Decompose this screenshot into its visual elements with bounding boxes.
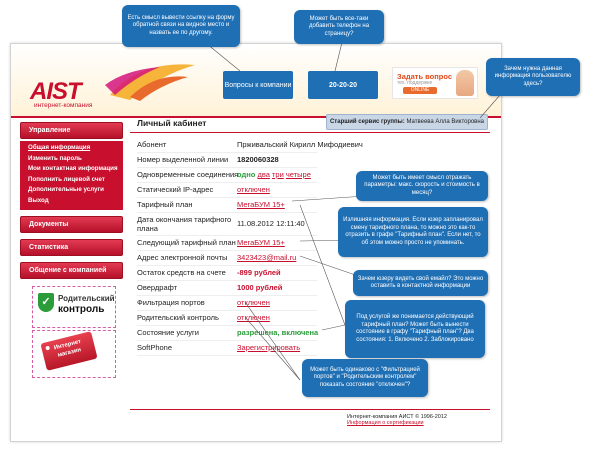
row-label: Тарифный план xyxy=(137,200,193,209)
sidebar-section-management[interactable]: Управление xyxy=(20,122,123,139)
sidebar-item-extra-services[interactable]: Дополнительные услуги xyxy=(28,186,104,193)
row-value: Прживальский Кирилл Мифодиевич xyxy=(237,140,363,149)
row-balance: Остаток средств на счете -899 рублей xyxy=(137,266,317,281)
sidebar-item-change-password[interactable]: Изменить пароль xyxy=(28,154,82,162)
sidebar-item-top-up[interactable]: Пополнить лицевой счет xyxy=(28,175,105,183)
connections-four[interactable]: четыре xyxy=(285,170,311,179)
parental-control-banner[interactable]: ✓ Родительский контроль xyxy=(32,286,116,328)
row-label: Статический IP-адрес xyxy=(137,185,214,194)
tariff-link[interactable]: МегаБУМ 15+ xyxy=(237,200,285,209)
online-button[interactable]: ONLINE xyxy=(403,87,437,94)
sidebar-section-documents[interactable]: Документы xyxy=(20,216,123,233)
certification-link[interactable]: Информация о сертификации xyxy=(347,420,424,426)
row-label: Следующий тарифный план xyxy=(137,238,236,247)
connections-two[interactable]: два xyxy=(257,170,270,179)
static-ip-link[interactable]: отключен xyxy=(237,185,270,194)
row-service-state: Состояние услуги разрешена, включена xyxy=(137,326,319,341)
senior-label: Старший сервис группы: xyxy=(329,119,405,125)
row-email: Адрес электронной почты 3423423@mail.ru xyxy=(137,251,317,266)
row-label: SoftPhone xyxy=(137,343,173,352)
row-value: -899 рублей xyxy=(237,268,281,277)
questions-button[interactable]: Вопросы к компании xyxy=(223,71,293,99)
connections-one[interactable]: одно xyxy=(237,170,256,179)
callout-phone: Может быть все-таки добавить телефон на … xyxy=(294,10,384,44)
logo-text: AIST xyxy=(30,78,82,105)
row-port-filter: Фильтрация портов отключен xyxy=(137,296,317,311)
row-overdraft: Овердрафт 1000 рублей xyxy=(137,281,317,296)
connections-three[interactable]: три xyxy=(272,170,284,179)
check-shield-icon: ✓ xyxy=(38,293,54,312)
row-label: Фильтрация портов xyxy=(137,298,205,307)
row-label: Номер выделенной линии xyxy=(137,155,229,164)
row-label: Родительский контроль xyxy=(137,313,219,322)
internet-shop-banner[interactable]: Интернет магазин xyxy=(32,330,116,378)
parental-link[interactable]: отключен xyxy=(237,313,270,322)
row-label: Овердрафт xyxy=(137,283,178,292)
logo-subtitle: интернет-компания xyxy=(34,102,93,109)
row-label: Дата окончания тарифного плана xyxy=(137,215,232,233)
callout-feedback-link: Есть смысл вывести ссылку на форму обрат… xyxy=(122,5,240,47)
row-label: Остаток средств на счете xyxy=(137,268,226,277)
content-divider xyxy=(130,132,490,133)
parental-control-line1: Родительский xyxy=(58,294,115,303)
row-value: разрешена, включена xyxy=(237,328,319,337)
sidebar-item-general-info[interactable]: Общая информация xyxy=(28,144,91,151)
sidebar-menu: Общая информация Изменить пароль Мои кон… xyxy=(20,141,123,210)
senior-name: Матвеева Алла Викторовна xyxy=(406,119,485,125)
callout-next-tariff: Излишняя информация. Если юзер запланиро… xyxy=(338,207,488,257)
sidebar-item-contact-info[interactable]: Мои контактная информация xyxy=(28,165,118,172)
next-tariff-link[interactable]: МегаБУМ 15+ xyxy=(237,238,285,247)
row-subscriber: Абонент Прживальский Кирилл Мифодиевич xyxy=(137,138,363,153)
logo[interactable]: AIST интернет-компания xyxy=(30,78,92,109)
support-avatar xyxy=(456,70,474,96)
sidebar: Управление Общая информация Изменить пар… xyxy=(20,122,123,281)
row-label: Адрес электронной почты xyxy=(137,253,228,262)
row-label: Одновременные соединения xyxy=(137,170,239,179)
footer: Интернет-компания АИСТ © 1996-2012 Инфор… xyxy=(347,414,447,426)
senior-service-badge: Старший сервис группы: Матвеева Алла Вик… xyxy=(326,114,488,130)
sidebar-item-logout[interactable]: Выход xyxy=(28,196,49,204)
callout-email: Зачем юзеру видеть свой емайл? Это можно… xyxy=(353,270,488,296)
email-link[interactable]: 3423423@mail.ru xyxy=(237,253,297,262)
row-value: 11.08.2012 12:11:40 xyxy=(237,219,305,228)
callout-service-state: Под услугой же понимается действующий та… xyxy=(345,300,485,358)
callout-tariff-params: Может быть имеет смысл отражать параметр… xyxy=(356,171,488,201)
row-next-tariff: Следующий тарифный план МегаБУМ 15+ xyxy=(137,236,317,251)
price-tag-icon: Интернет магазин xyxy=(40,331,98,371)
phone-button[interactable]: 20-20-20 xyxy=(308,71,378,99)
row-value: 1000 рублей xyxy=(237,283,283,292)
sidebar-section-communication[interactable]: Общение с компанией xyxy=(20,262,123,279)
ask-question-title: Задать вопрос xyxy=(397,72,453,81)
row-line-number: Номер выделенной линии 1820060328 xyxy=(137,153,317,168)
sidebar-section-statistics[interactable]: Статистика xyxy=(20,239,123,256)
row-tariff: Тарифный план МегаБУМ 15+ xyxy=(137,198,317,213)
row-tariff-end: Дата окончания тарифного плана 11.08.201… xyxy=(137,213,317,236)
row-static-ip: Статический IP-адрес отключен xyxy=(137,183,317,198)
stork-wing-icon xyxy=(105,64,195,101)
row-label: Состояние услуги xyxy=(137,328,199,337)
row-parental: Родительский контроль отключен xyxy=(137,311,317,326)
footer-divider xyxy=(130,409,490,410)
callout-senior-info: Зачем нужна данная информация пользовате… xyxy=(486,58,580,96)
softphone-link[interactable]: Зарегистрировать xyxy=(237,343,301,352)
parental-control-line2: контроль xyxy=(58,304,105,315)
ask-question-widget[interactable]: Задать вопрос тех. поддержке ONLINE xyxy=(392,67,478,99)
callout-port-filter-state: Может быть одинаково с "Фильтрацией порт… xyxy=(302,359,428,397)
page-title: Личный кабинет xyxy=(137,118,207,128)
header-divider xyxy=(11,116,501,118)
row-softphone: SoftPhone Зарегистрировать xyxy=(137,341,317,356)
row-label: Абонент xyxy=(137,140,167,149)
row-value: 1820060328 xyxy=(237,155,279,164)
ask-question-subtitle: тех. поддержке xyxy=(397,80,433,86)
port-filter-link[interactable]: отключен xyxy=(237,298,270,307)
copyright: Интернет-компания АИСТ © 1996-2012 xyxy=(347,414,447,420)
row-value: одно два три четыре xyxy=(237,168,311,182)
row-connections: Одновременные соединения одно два три че… xyxy=(137,168,317,183)
